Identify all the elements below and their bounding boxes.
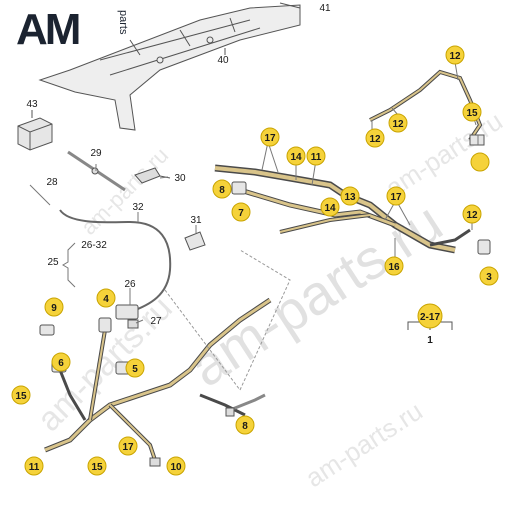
connector-3 — [477, 239, 491, 255]
callout-17-right: 17 — [390, 192, 402, 203]
logo-parts-text: parts — [117, 10, 129, 35]
label-32: 32 — [132, 202, 144, 213]
callout-17-bottom: 17 — [122, 442, 134, 453]
callout-12-top: 12 — [449, 51, 461, 62]
label-26-32: 26-32 — [81, 240, 107, 251]
callout-12-mid: 12 — [392, 119, 404, 130]
callout-14-top: 14 — [290, 152, 302, 163]
label-31: 31 — [190, 215, 202, 226]
label-27: 27 — [150, 316, 162, 327]
callout-8-upper: 8 — [219, 185, 225, 196]
callout-2-17: 2-17 — [420, 312, 440, 323]
callout-16: 16 — [388, 262, 400, 273]
callout-14-mid: 14 — [324, 203, 336, 214]
callout-circles — [11, 45, 499, 476]
callout-11-top: 11 — [311, 152, 322, 163]
clip-30 — [134, 167, 171, 184]
label-25: 25 — [47, 257, 59, 268]
bracket-26-32 — [62, 242, 76, 288]
callout-1: 1 — [427, 335, 433, 346]
callout-11-bottom: 11 — [29, 462, 40, 473]
harness-lower-left — [44, 297, 272, 461]
connector-9 — [39, 324, 55, 336]
callout-9: 9 — [51, 303, 57, 314]
grouping-lines — [164, 249, 291, 391]
harness-main — [214, 164, 471, 254]
label-43: 43 — [26, 99, 38, 110]
callout-10: 10 — [170, 462, 182, 473]
callout-15-left: 15 — [15, 391, 27, 402]
bolt-27 — [127, 319, 139, 329]
cable-28-32 — [59, 209, 172, 313]
callout-13: 13 — [344, 192, 356, 203]
callout-15-bottom: 15 — [91, 462, 103, 473]
callout-3: 3 — [486, 272, 492, 283]
floor-crossmember — [38, 4, 301, 131]
sensor-26 — [115, 304, 139, 320]
callout-8-lower: 8 — [242, 421, 248, 432]
callout-17-top: 17 — [264, 133, 276, 144]
logo-am-text: AM — [16, 5, 81, 54]
clip-10 — [149, 457, 161, 467]
callout-15-right: 15 — [466, 108, 478, 119]
callout-5: 5 — [132, 364, 138, 375]
callout-12-left: 12 — [369, 134, 381, 145]
callout-leaders — [29, 61, 479, 324]
strap-8 — [225, 393, 266, 417]
leader-41 — [279, 2, 301, 9]
harness-upper-right — [369, 69, 485, 146]
label-30: 30 — [174, 173, 186, 184]
label-28: 28 — [46, 177, 58, 188]
label-29: 29 — [90, 148, 102, 159]
connector-4 — [98, 317, 112, 333]
label-41: 41 — [319, 3, 331, 14]
callout-12-lower: 12 — [466, 210, 478, 221]
callout-6: 6 — [58, 358, 64, 369]
label-40: 40 — [217, 55, 229, 66]
label-26: 26 — [124, 279, 136, 290]
module-43 — [17, 117, 53, 151]
connector-7 — [231, 181, 247, 195]
callout-7: 7 — [238, 208, 244, 219]
callout-4: 4 — [103, 294, 109, 305]
holder-31 — [184, 231, 206, 251]
